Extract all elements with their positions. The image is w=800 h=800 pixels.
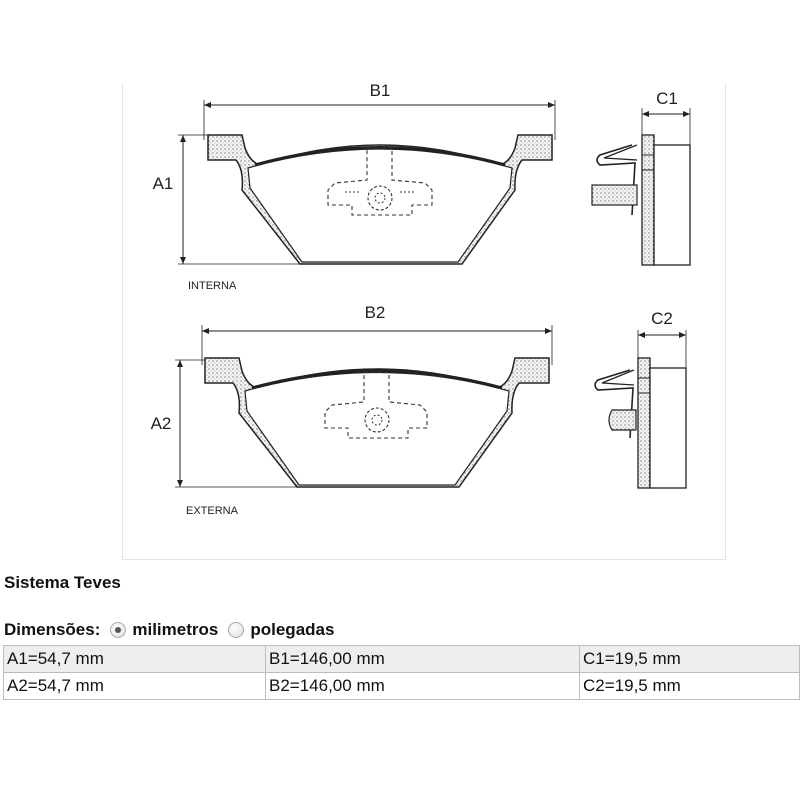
dimensions-table: A1=54,7 mm B1=146,00 mm C1=19,5 mm A2=54…: [3, 645, 800, 700]
table-cell: B2=146,00 mm: [265, 672, 580, 700]
dim-c1-label: C1: [656, 89, 678, 108]
units-option-label: polegadas: [250, 620, 335, 639]
label-external: EXTERNA: [186, 505, 239, 517]
pad-external-side: C2: [594, 309, 687, 489]
table-cell: A1=54,7 mm: [3, 645, 266, 673]
radio-millimeters[interactable]: [110, 622, 127, 638]
diagram-frame: [122, 83, 726, 560]
table-cell: C1=19,5 mm: [579, 645, 800, 673]
label-internal: INTERNA: [188, 280, 237, 292]
dim-b1-label: B1: [370, 81, 391, 100]
pad-internal-side: C1: [591, 89, 691, 266]
units-selector: Dimensões: milimetros polegadas: [4, 619, 334, 641]
system-title: Sistema Teves: [4, 573, 121, 592]
brake-pad-diagram: B1 A1 INTERNA C1 B: [151, 81, 691, 517]
units-label: Dimensões:: [4, 620, 101, 639]
dim-a1-label: A1: [153, 174, 174, 193]
table-row: A2=54,7 mm B2=146,00 mm C2=19,5 mm: [3, 672, 800, 700]
units-option-millimeters[interactable]: milimetros: [110, 620, 218, 640]
pad-external-front: B2 A2 EXTERNA: [151, 303, 553, 517]
dim-b2-label: B2: [365, 303, 386, 322]
table-row: A1=54,7 mm B1=146,00 mm C1=19,5 mm: [3, 645, 800, 673]
units-option-label: milimetros: [132, 620, 219, 639]
table-cell: C2=19,5 mm: [579, 672, 800, 700]
radio-inches[interactable]: [228, 622, 245, 638]
dim-c2-label: C2: [651, 309, 673, 328]
units-option-inches[interactable]: polegadas: [228, 620, 334, 640]
table-cell: B1=146,00 mm: [265, 645, 580, 673]
dim-a2-label: A2: [151, 414, 172, 433]
pad-internal-front: B1 A1 INTERNA: [153, 81, 556, 292]
table-cell: A2=54,7 mm: [3, 672, 266, 700]
